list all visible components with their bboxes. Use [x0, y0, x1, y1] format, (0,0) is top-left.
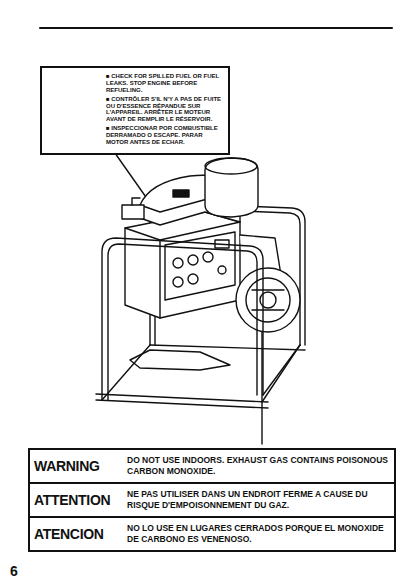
warning-row: ATTENTIONNE PAS UTILISER DANS UN ENDROIT…	[30, 482, 394, 516]
page-number: 6	[10, 563, 18, 579]
header-rule	[40, 27, 392, 29]
warning-text: ■ CONTRÔLER S'IL N'Y A PAS DE FUITE OU D…	[106, 96, 223, 124]
warning-heading: ATTENTION	[30, 484, 122, 516]
warning-text: NE PAS UTILISER DANS UN ENDROIT FERME A …	[122, 484, 394, 516]
warning-text: NO LO USE EN LUGARES CERRADOS PORQUE EL …	[122, 518, 394, 550]
warning-row: WARNINGDO NOT USE INDOORS. EXHAUST GAS C…	[30, 450, 394, 482]
fuel-label-decal	[173, 190, 189, 197]
warning-heading: WARNING	[30, 450, 122, 482]
warning-text: DO NOT USE INDOORS. EXHAUST GAS CONTAINS…	[122, 450, 394, 482]
warning-heading: ATENCION	[30, 518, 122, 550]
warning-text: ■ INSPECCIONAR POR COMBUSTIBLE DERRAMADO…	[106, 125, 223, 146]
warning-text: ■ CHECK FOR SPILLED FUEL OR FUEL LEAKS. …	[106, 73, 223, 94]
warning-row: ATENCIONNO LO USE EN LUGARES CERRADOS PO…	[30, 516, 394, 550]
alternator	[236, 235, 300, 332]
front-frame	[96, 238, 300, 408]
fuel-warning-label: ■ CHECK FOR SPILLED FUEL OR FUEL LEAKS. …	[40, 66, 230, 155]
exhaust-warning-label: WARNINGDO NOT USE INDOORS. EXHAUST GAS C…	[28, 448, 396, 552]
